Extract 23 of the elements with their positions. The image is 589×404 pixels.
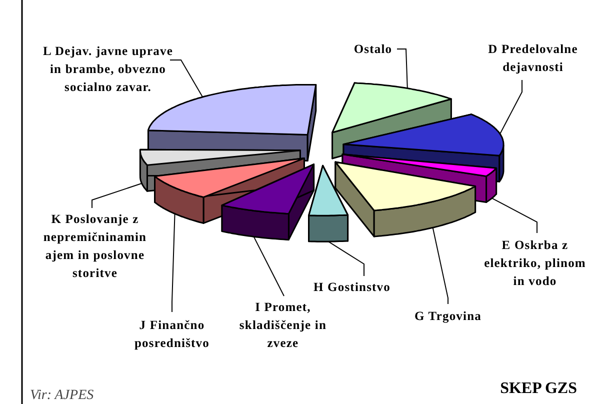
- leader-line: [170, 60, 204, 98]
- leader-line: [396, 48, 408, 89]
- leader-line: [253, 236, 284, 296]
- pie-slice: [308, 164, 349, 242]
- slice-label: K Poslovanje z nepremičninamin ajem in poslovne storitve: [32, 210, 158, 282]
- leader-line: [328, 241, 364, 276]
- slice-label: J Finančno posredništvo: [117, 316, 227, 352]
- leader-line: [92, 182, 142, 208]
- slice-label: E Oskrba z elektriko, plinom in vodo: [480, 236, 589, 290]
- slice-label: L Dejav. javne uprave in brambe, obvezno socialno zavar.: [40, 42, 176, 96]
- source-note: Vir: AJPES: [30, 388, 94, 404]
- slice-label: Ostalo: [348, 40, 398, 58]
- footer-note: SKEP GZS: [500, 380, 577, 398]
- slice-label: H Gostinstvo: [297, 278, 407, 296]
- pie-slice: [221, 164, 315, 240]
- leader-line: [500, 80, 522, 134]
- slice-label: D Predelovalne dejavnosti: [473, 40, 589, 76]
- leader-line: [432, 227, 448, 304]
- leader-line: [172, 213, 176, 312]
- pie-slice: [334, 161, 476, 238]
- slice-label: G Trgovina: [403, 307, 493, 325]
- leader-line: [491, 198, 538, 234]
- slice-label: I Promet, skladiščenje in zveze: [237, 298, 329, 352]
